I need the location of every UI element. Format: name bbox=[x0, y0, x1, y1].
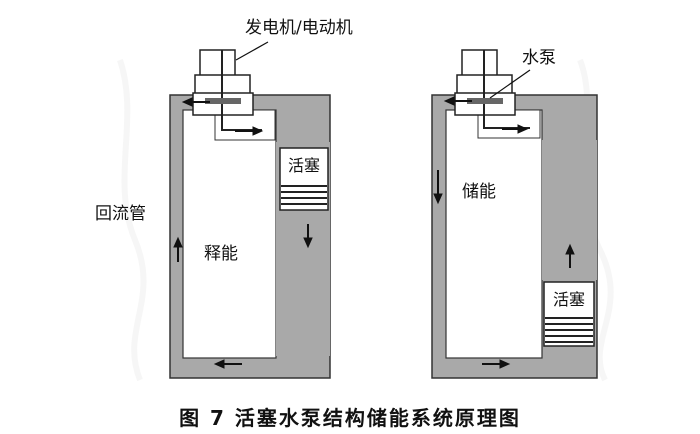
piston-pump-diagram bbox=[169, 41, 598, 379]
right-piston-label: 活塞 bbox=[552, 290, 585, 309]
motor-label: 发电机/电动机 bbox=[245, 18, 353, 38]
generator-motor bbox=[192, 49, 254, 125]
left-flow-arrows bbox=[173, 97, 313, 369]
figure-caption: 图 7 活塞水泵结构储能系统原理图 bbox=[179, 406, 521, 430]
right-system bbox=[431, 49, 598, 379]
return-pipe-label: 回流管 bbox=[95, 204, 146, 224]
right-flow-arrows bbox=[433, 96, 575, 369]
store-energy-label: 储能 bbox=[462, 182, 496, 202]
motor-label-pointer bbox=[235, 41, 269, 61]
pump-label-pointer bbox=[489, 69, 531, 99]
release-energy-label: 释能 bbox=[204, 244, 238, 264]
left-inner-reservoir bbox=[182, 109, 277, 359]
left-piston bbox=[279, 147, 329, 211]
right-piston bbox=[543, 281, 595, 347]
right-inner-reservoir bbox=[445, 109, 543, 359]
left-piston-label: 活塞 bbox=[287, 156, 320, 175]
pump-label: 水泵 bbox=[522, 48, 556, 68]
water-pump bbox=[454, 49, 516, 125]
left-system bbox=[169, 41, 331, 379]
